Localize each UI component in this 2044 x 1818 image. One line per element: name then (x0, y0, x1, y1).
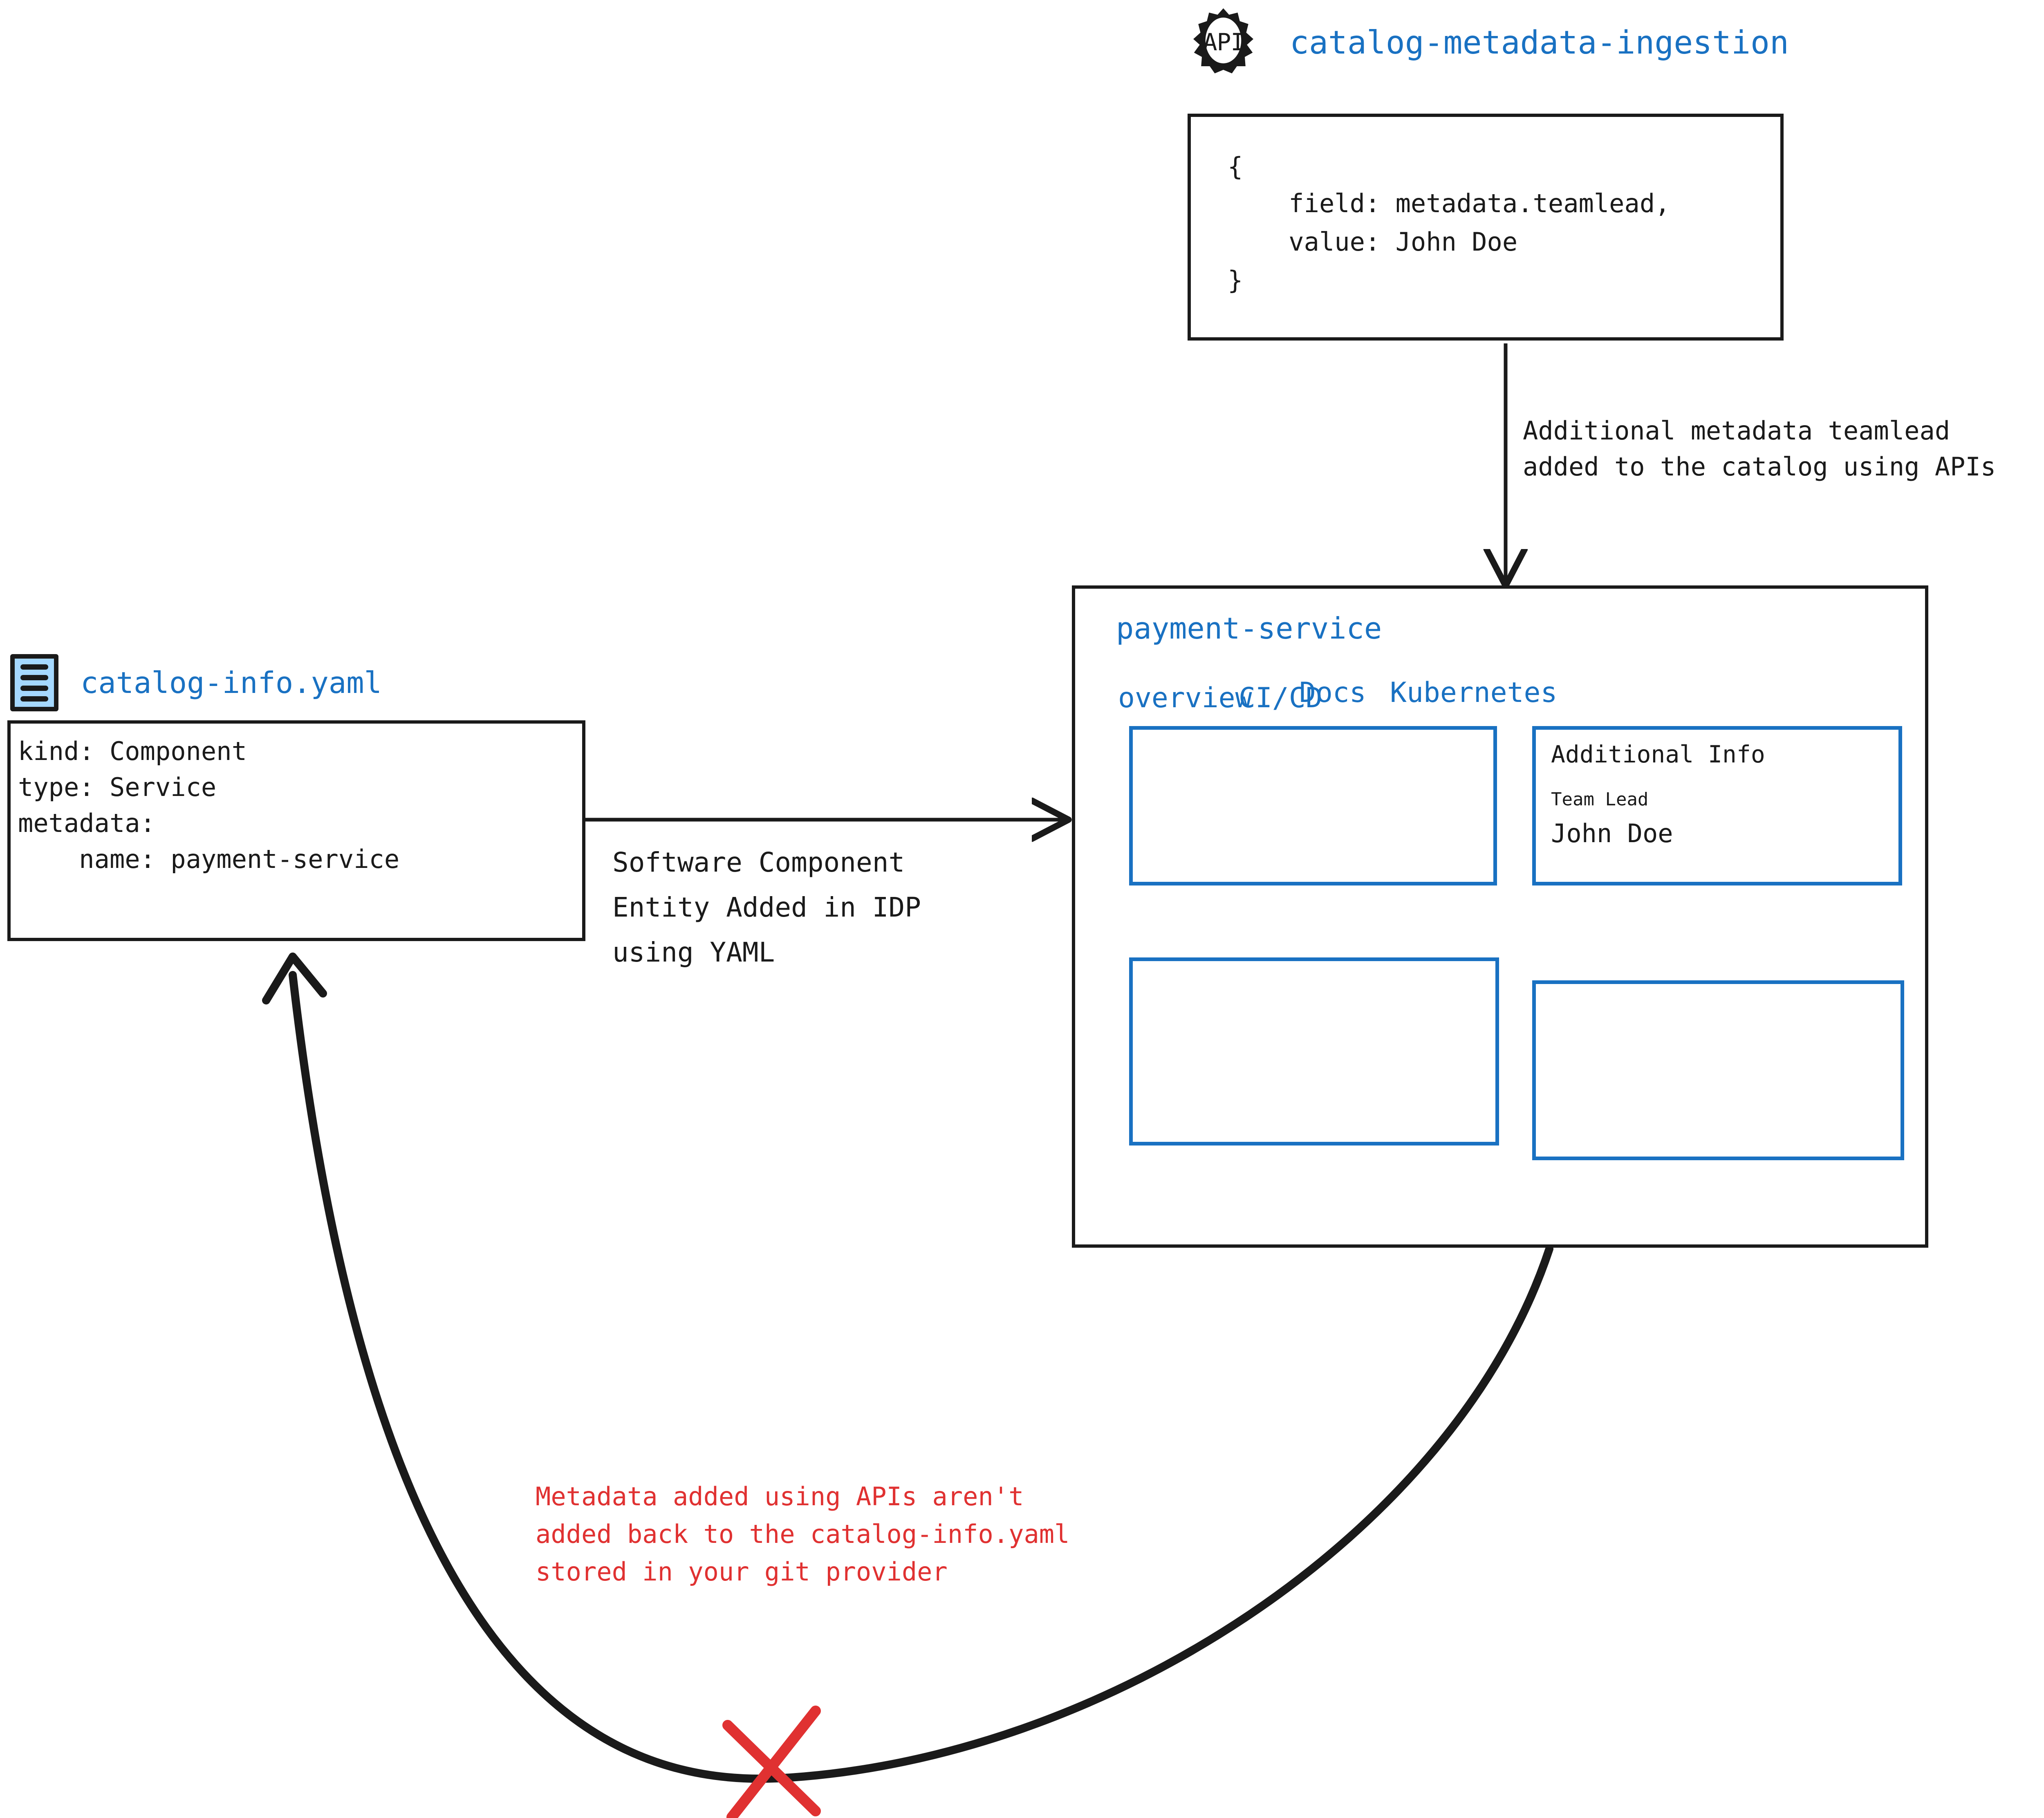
overview-card[interactable] (1129, 726, 1497, 885)
tab-overview[interactable]: overview (1118, 682, 1252, 714)
tab-docs[interactable]: Docs (1299, 677, 1366, 709)
bottom-left-card[interactable] (1129, 957, 1499, 1145)
api-node-title: catalog-metadata-ingestion (1290, 25, 1789, 61)
yaml-node-title: catalog-info.yaml (81, 666, 382, 700)
api-arrow-label-line2: added to the catalog using APIs (1523, 452, 1996, 482)
additional-info-heading: Additional Info (1551, 740, 1765, 768)
idp-panel-title: payment-service (1116, 611, 1382, 646)
yaml-line-1: type: Service (18, 772, 217, 802)
yaml-icon-line (20, 664, 48, 670)
yaml-icon-line (20, 675, 48, 680)
api-payload-line-1: field: metadata.teamlead, (1228, 188, 1670, 218)
yaml-line-2: metadata: (18, 808, 155, 838)
team-lead-value: John Doe (1551, 818, 1673, 848)
tab-cicd[interactable]: CI/CD (1239, 682, 1322, 714)
idp-panel: payment-service overview CI/CD Docs Kube… (1072, 585, 1928, 1248)
team-lead-label: Team Lead (1551, 789, 1649, 810)
warning-line-1: Metadata added using APIs aren't (536, 1482, 1024, 1511)
yaml-icon-line (20, 685, 48, 691)
api-payload-line-0: { (1228, 152, 1243, 182)
tab-kubernetes[interactable]: Kubernetes (1390, 677, 1558, 709)
api-gear-shape (1193, 8, 1253, 74)
bottom-right-card[interactable] (1532, 980, 1904, 1160)
red-x-mark (722, 1706, 821, 1818)
additional-info-card[interactable]: Additional Info Team Lead John Doe (1532, 726, 1902, 885)
warning-line-3: stored in your git provider (536, 1557, 948, 1587)
warning-line-2: added back to the catalog-info.yaml (536, 1519, 1070, 1549)
api-gear-label: API (1203, 28, 1245, 56)
api-payload-line-3: } (1228, 265, 1243, 295)
api-payload-line-2: value: John Doe (1228, 227, 1518, 257)
yaml-arrow-label-line1: Software Component (612, 847, 905, 878)
yaml-arrow-label-line2: Entity Added in IDP (612, 892, 921, 923)
api-arrow-label-line1: Additional metadata teamlead (1523, 416, 1950, 446)
yaml-content-box: kind: Component type: Service metadata: … (7, 720, 585, 941)
api-gear-icon: API (1188, 6, 1259, 78)
yaml-line-3: name: payment-service (18, 844, 400, 874)
yaml-icon-line (20, 696, 48, 702)
yaml-arrow-label-line3: using YAML (612, 937, 775, 968)
yaml-line-0: kind: Component (18, 736, 247, 766)
api-payload-box: { field: metadata.teamlead, value: John … (1188, 114, 1784, 341)
yaml-file-icon (10, 654, 58, 711)
